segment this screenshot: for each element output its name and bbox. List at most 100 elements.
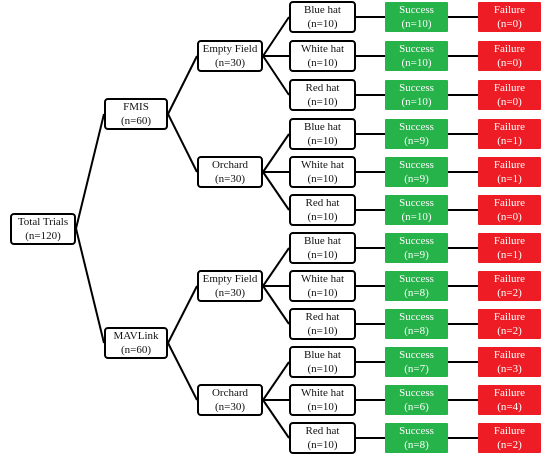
failure-node-count: (n=3) (497, 363, 522, 375)
connector-line (167, 342, 198, 401)
connector-line (167, 285, 198, 344)
failure-node-count: (n=1) (497, 135, 522, 147)
hat-node-label: Blue hat (304, 235, 341, 247)
success-node-count: (n=8) (404, 287, 429, 299)
environment-node: Orchard(n=30) (197, 384, 263, 416)
success-node: Success (n=7) (385, 347, 448, 377)
success-node-count: (n=9) (404, 135, 429, 147)
connector-line (262, 133, 290, 173)
success-node-label: Success (399, 311, 434, 323)
failure-node-label: Failure (493, 349, 526, 361)
success-node: Success (n=9) (385, 233, 448, 263)
hat-node: Red hat (n=10) (289, 79, 356, 111)
environment-node-label: Orchard (211, 159, 249, 171)
success-node-count: (n=10) (401, 211, 432, 223)
success-node-label: Success (399, 273, 434, 285)
success-node-count: (n=10) (401, 18, 432, 30)
failure-node-count: (n=2) (497, 287, 522, 299)
failure-node: Failure(n=0) (478, 80, 541, 110)
hat-node-count: (n=10) (307, 325, 338, 337)
hat-node-label: Red hat (305, 311, 340, 323)
connector-line (262, 361, 290, 401)
system-node: FMIS (n=60) (104, 98, 168, 130)
root-node-count: (n=120) (25, 229, 61, 242)
hat-node: Blue hat (n=10) (289, 232, 356, 264)
failure-node-count: (n=2) (497, 325, 522, 337)
success-node: Success (n=10) (385, 80, 448, 110)
failure-node-count: (n=4) (497, 401, 522, 413)
failure-node: Failure(n=1) (478, 233, 541, 263)
hat-node-count: (n=10) (307, 135, 338, 147)
system-node-count: (n=60) (120, 344, 152, 356)
connector-line (262, 171, 290, 211)
connector-line (167, 113, 198, 173)
connector-line (75, 228, 105, 344)
failure-node: Failure (n=4) (478, 385, 541, 415)
system-node-count: (n=60) (120, 115, 152, 127)
success-node: Success (n=9) (385, 157, 448, 187)
hat-node: White hat (n=10) (289, 156, 356, 188)
success-node-label: Success (399, 159, 434, 171)
connector-line (167, 55, 198, 115)
success-node-count: (n=10) (401, 57, 432, 69)
environment-node-label: Orchard (211, 387, 249, 399)
hat-node-label: White hat (300, 273, 345, 285)
failure-node-count: (n=1) (497, 173, 522, 185)
failure-node-label: Failure (493, 387, 526, 399)
success-node-count: (n=9) (404, 173, 429, 185)
failure-node: Failure(n=2) (478, 423, 541, 453)
hat-node-label: Blue hat (304, 349, 341, 361)
connector-line (262, 16, 290, 57)
failure-node-count: (n=0) (497, 57, 522, 69)
success-node-label: Success (399, 235, 434, 247)
failure-node: Failure(n=0) (478, 195, 541, 225)
environment-node-label: Empty Field (202, 273, 258, 285)
failure-node-label: Failure (493, 121, 526, 133)
success-node-label: Success (399, 82, 434, 94)
system-node-label: FMIS (123, 101, 149, 113)
hat-node-label: Blue hat (304, 4, 341, 16)
hat-node-count: (n=10) (307, 96, 338, 108)
hat-node: Red hat (n=10) (289, 308, 356, 340)
success-node-count: (n=10) (401, 96, 432, 108)
success-node-count: (n=9) (404, 249, 429, 261)
success-node-label: Success (399, 349, 434, 361)
failure-node: Failure (n=0) (478, 41, 541, 71)
success-node-count: (n=7) (404, 363, 429, 375)
connector-line (262, 285, 290, 325)
failure-node-label: Failure (493, 311, 526, 323)
success-node-count: (n=8) (404, 439, 429, 451)
environment-node: Orchard(n=30) (197, 156, 263, 188)
hat-node-count: (n=10) (307, 363, 338, 375)
hat-node-count: (n=10) (307, 173, 338, 185)
failure-node: Failure (n=2) (478, 309, 541, 339)
connector-line (75, 113, 105, 229)
failure-node: Failure (n=3) (478, 347, 541, 377)
failure-node-label: Failure (493, 273, 526, 285)
environment-node-count: (n=30) (214, 287, 246, 299)
hat-node-count: (n=10) (307, 249, 338, 261)
failure-node-label: Failure (493, 235, 526, 247)
hat-node-label: White hat (300, 159, 345, 171)
success-node-label: Success (399, 4, 434, 16)
failure-node-label: Failure (493, 82, 526, 94)
hat-node: White hat (n=10) (289, 40, 356, 72)
failure-node-count: (n=0) (497, 18, 522, 30)
failure-node: Failure(n=0) (478, 2, 541, 32)
hat-node: Blue hat (n=10) (289, 346, 356, 378)
hat-node: White hat(n=10) (289, 384, 356, 416)
hat-node-count: (n=10) (307, 57, 338, 69)
success-node-label: Success (399, 121, 434, 133)
hat-node-label: White hat (300, 43, 345, 55)
hat-node: Red hat(n=10) (289, 422, 356, 454)
failure-node: Failure (n=2) (478, 271, 541, 301)
hat-node-count: (n=10) (307, 211, 338, 223)
success-node: Success(n=8) (385, 423, 448, 453)
hat-node: White hat(n=10) (289, 270, 356, 302)
hat-node-label: Red hat (305, 82, 340, 94)
failure-node-label: Failure (493, 43, 526, 55)
environment-node-label: Empty Field (202, 43, 258, 55)
connector-line (262, 247, 290, 287)
success-node-count: (n=6) (404, 401, 429, 413)
